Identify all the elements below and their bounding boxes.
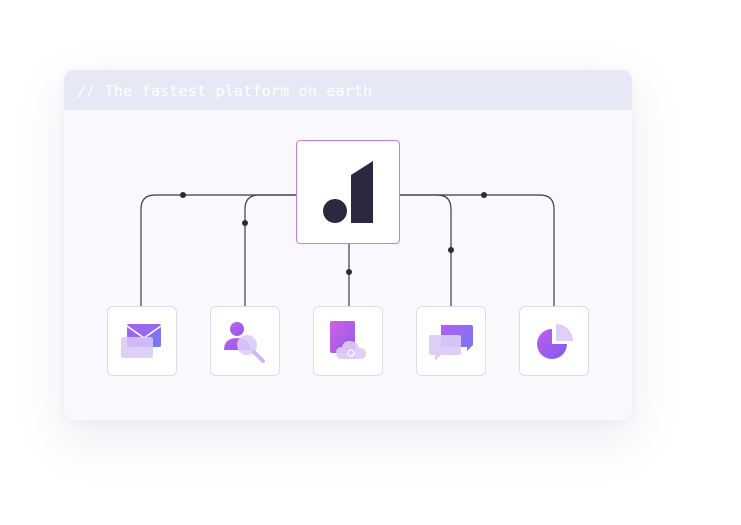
node-pie-chart[interactable] bbox=[519, 306, 589, 376]
logo-mark-icon bbox=[323, 161, 373, 223]
node-mail[interactable] bbox=[107, 306, 177, 376]
connector-chat bbox=[400, 194, 452, 306]
connector-dot bbox=[242, 220, 248, 226]
connector-pie bbox=[400, 194, 555, 306]
mail-icon bbox=[121, 324, 162, 358]
connector-dot bbox=[346, 269, 352, 275]
node-user-search[interactable] bbox=[210, 306, 280, 376]
node-cloud-document[interactable] bbox=[313, 306, 383, 376]
chat-bubbles-icon bbox=[429, 325, 473, 361]
connector-dot bbox=[448, 247, 454, 253]
header-comment: // The fastest platform on earth bbox=[77, 82, 373, 100]
connector-mail bbox=[140, 194, 296, 306]
pie-chart-icon bbox=[537, 324, 573, 359]
connector-dot bbox=[180, 192, 186, 198]
node-chat[interactable] bbox=[416, 306, 486, 376]
card-header: // The fastest platform on earth bbox=[64, 70, 632, 110]
connector-dot bbox=[481, 192, 487, 198]
user-search-icon bbox=[224, 322, 265, 363]
platform-hub bbox=[296, 140, 400, 244]
cloud-document-icon bbox=[330, 321, 366, 359]
connector-user-search bbox=[244, 194, 296, 306]
